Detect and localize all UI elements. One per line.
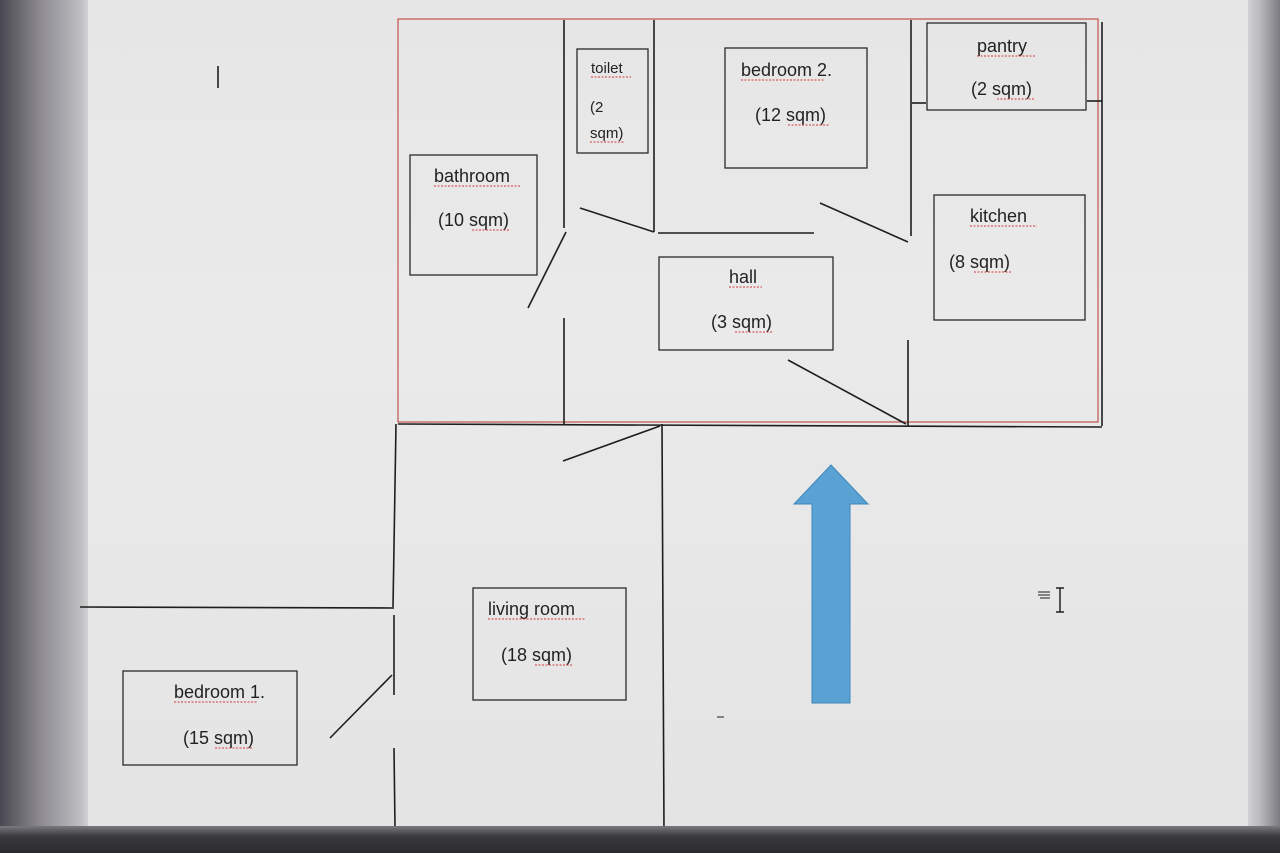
bedroom1-box	[122, 670, 298, 766]
toilet-name: toilet	[591, 60, 624, 77]
toilet-box	[576, 48, 649, 154]
toilet-area-line1: (2	[590, 99, 603, 116]
living-room-name: living room	[488, 599, 575, 619]
document-page	[88, 0, 1248, 830]
pantry-area: (2 sqm)	[971, 79, 1032, 99]
pantry-box	[926, 22, 1087, 111]
pantry-name: pantry	[977, 36, 1027, 56]
bathroom-box	[409, 154, 538, 276]
kitchen-box	[933, 194, 1086, 321]
hall-name: hall	[729, 267, 757, 287]
text-cursor-icon	[1036, 586, 1072, 620]
toilet-area-line2: sqm)	[590, 125, 623, 142]
bedroom2-area: (12 sqm)	[755, 105, 826, 125]
kitchen-name: kitchen	[970, 206, 1027, 226]
monitor-bezel	[0, 826, 1280, 853]
living-room-area: (18 sqm)	[501, 645, 572, 665]
bedroom2-box	[724, 47, 868, 169]
kitchen-area: (8 sqm)	[949, 252, 1010, 272]
door-swings	[329, 202, 909, 739]
living-room-box	[472, 587, 627, 701]
bedroom1-name: bedroom 1.	[174, 682, 265, 702]
bathroom-name: bathroom	[434, 166, 510, 186]
bathroom-area: (10 sqm)	[438, 210, 509, 230]
upper-block-outline	[397, 18, 1099, 423]
walls	[79, 20, 1103, 833]
up-arrow-icon	[792, 464, 870, 704]
hall-box	[658, 256, 834, 351]
hall-area: (3 sqm)	[711, 312, 772, 332]
spellcheck-underlines	[174, 55, 1037, 749]
bedroom1-area: (15 sqm)	[183, 728, 254, 748]
bedroom2-name: bedroom 2.	[741, 60, 832, 80]
